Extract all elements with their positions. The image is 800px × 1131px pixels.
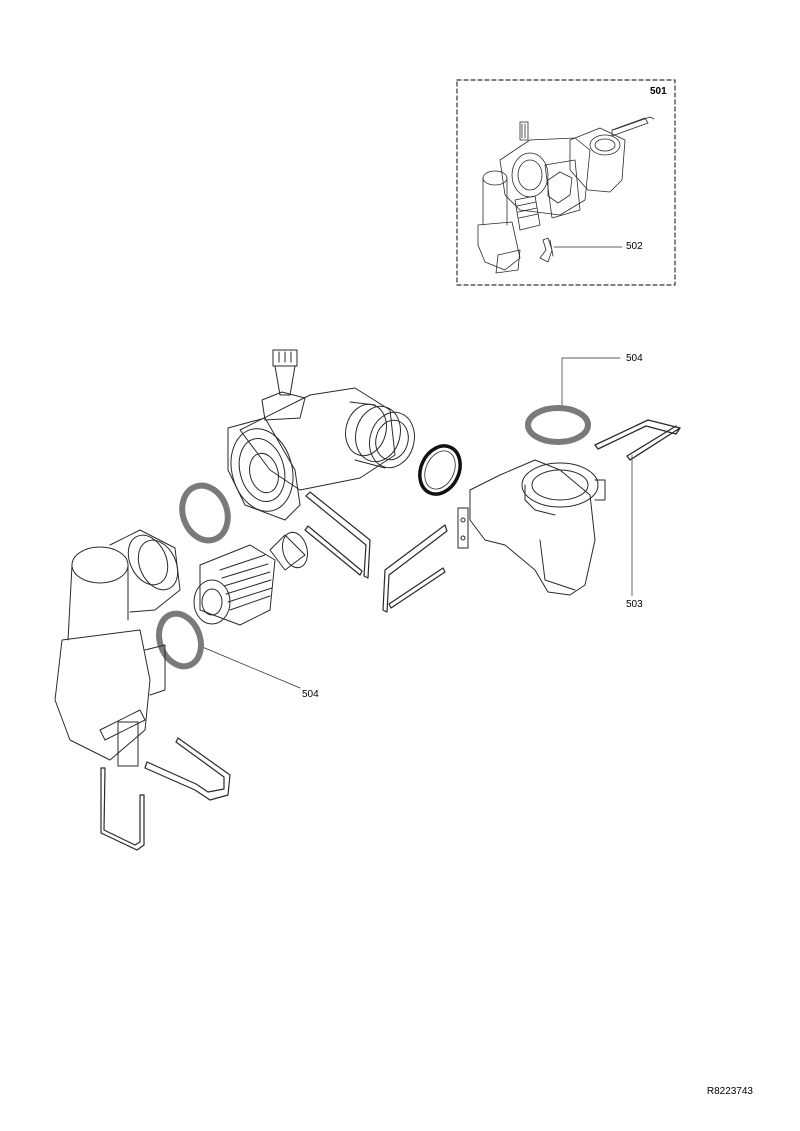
- seal-ring-middle: [179, 482, 231, 544]
- callout-504-bottom: 504: [302, 689, 319, 700]
- inlet-elbow-left: [54, 529, 181, 767]
- u-bracket-right: [594, 419, 681, 461]
- outlet-elbow-right: [457, 459, 606, 596]
- leader-504-top: [561, 357, 621, 409]
- callout-501: 501: [650, 86, 667, 97]
- cone-filter: [269, 531, 308, 571]
- u-clip-bottom-right: [144, 737, 231, 801]
- callout-502: 502: [626, 241, 643, 252]
- seal-ring-top: [525, 405, 591, 445]
- callout-503: 503: [626, 599, 643, 610]
- threaded-union: [193, 544, 276, 626]
- u-clip-bottom-left: [100, 767, 145, 851]
- leader-504-bottom: [199, 645, 301, 689]
- o-ring-black: [418, 444, 462, 496]
- u-bracket-mid: [304, 491, 371, 579]
- inset-assembly-box: [456, 79, 676, 286]
- seal-ring-bottom: [156, 610, 204, 670]
- drawing-reference-number: R8223743: [706, 1086, 753, 1097]
- solenoid-valve-body: [227, 349, 415, 521]
- inset-valve-assembly: [477, 116, 655, 274]
- callout-504-top: 504: [626, 353, 643, 364]
- u-bracket-center: [382, 524, 448, 613]
